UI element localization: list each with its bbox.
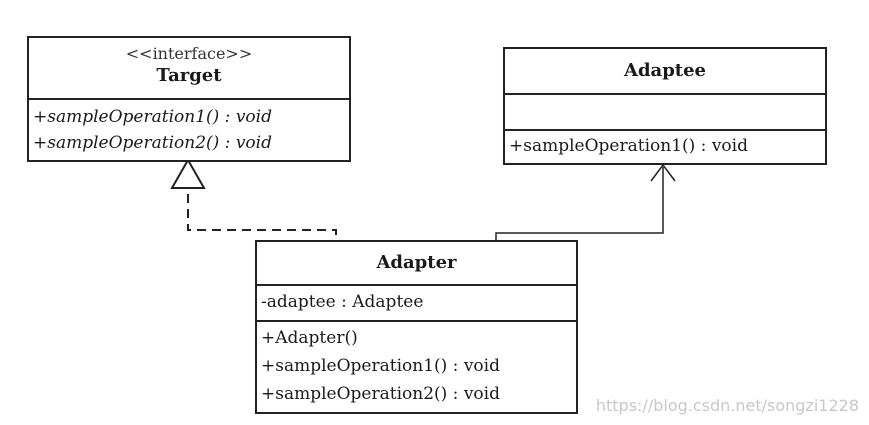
association-arrowhead [650,163,676,182]
class-adaptee-name: Adaptee [623,60,707,81]
attribute-item: -adaptee : Adaptee [261,292,424,312]
class-adapter-attributes: -adaptee : Adaptee [257,284,576,320]
operation-item: +Adapter() [261,328,358,348]
class-target-name: Target [156,65,222,86]
class-target-stereotype: <<interface>> [125,44,253,63]
class-target-header: <<interface>> Target [29,38,349,98]
class-adaptee-operations: +sampleOperation1() : void [505,129,825,163]
class-target-operations: +sampleOperation1() : void +sampleOperat… [29,98,349,160]
operation-item: +sampleOperation2() : void [261,384,500,404]
class-adapter-operations: +Adapter() +sampleOperation1() : void +s… [257,320,576,412]
class-target: <<interface>> Target +sampleOperation1()… [27,36,351,162]
class-adapter-header: Adapter [257,242,576,284]
operation-item: +sampleOperation1() : void [33,107,272,127]
operation-item: +sampleOperation2() : void [33,133,272,153]
realization-line [187,188,337,235]
operation-item: +sampleOperation1() : void [509,136,748,156]
class-adaptee-attributes [505,93,825,129]
class-adaptee-header: Adaptee [505,49,825,93]
class-adapter: Adapter -adaptee : Adaptee +Adapter() +s… [255,240,578,414]
operation-item: +sampleOperation1() : void [261,356,500,376]
class-adaptee: Adaptee +sampleOperation1() : void [503,47,827,165]
realization-arrowhead [170,157,206,189]
class-adapter-name: Adapter [376,252,457,273]
watermark: https://blog.csdn.net/songzi1228 [595,396,859,415]
association-line [495,167,664,240]
